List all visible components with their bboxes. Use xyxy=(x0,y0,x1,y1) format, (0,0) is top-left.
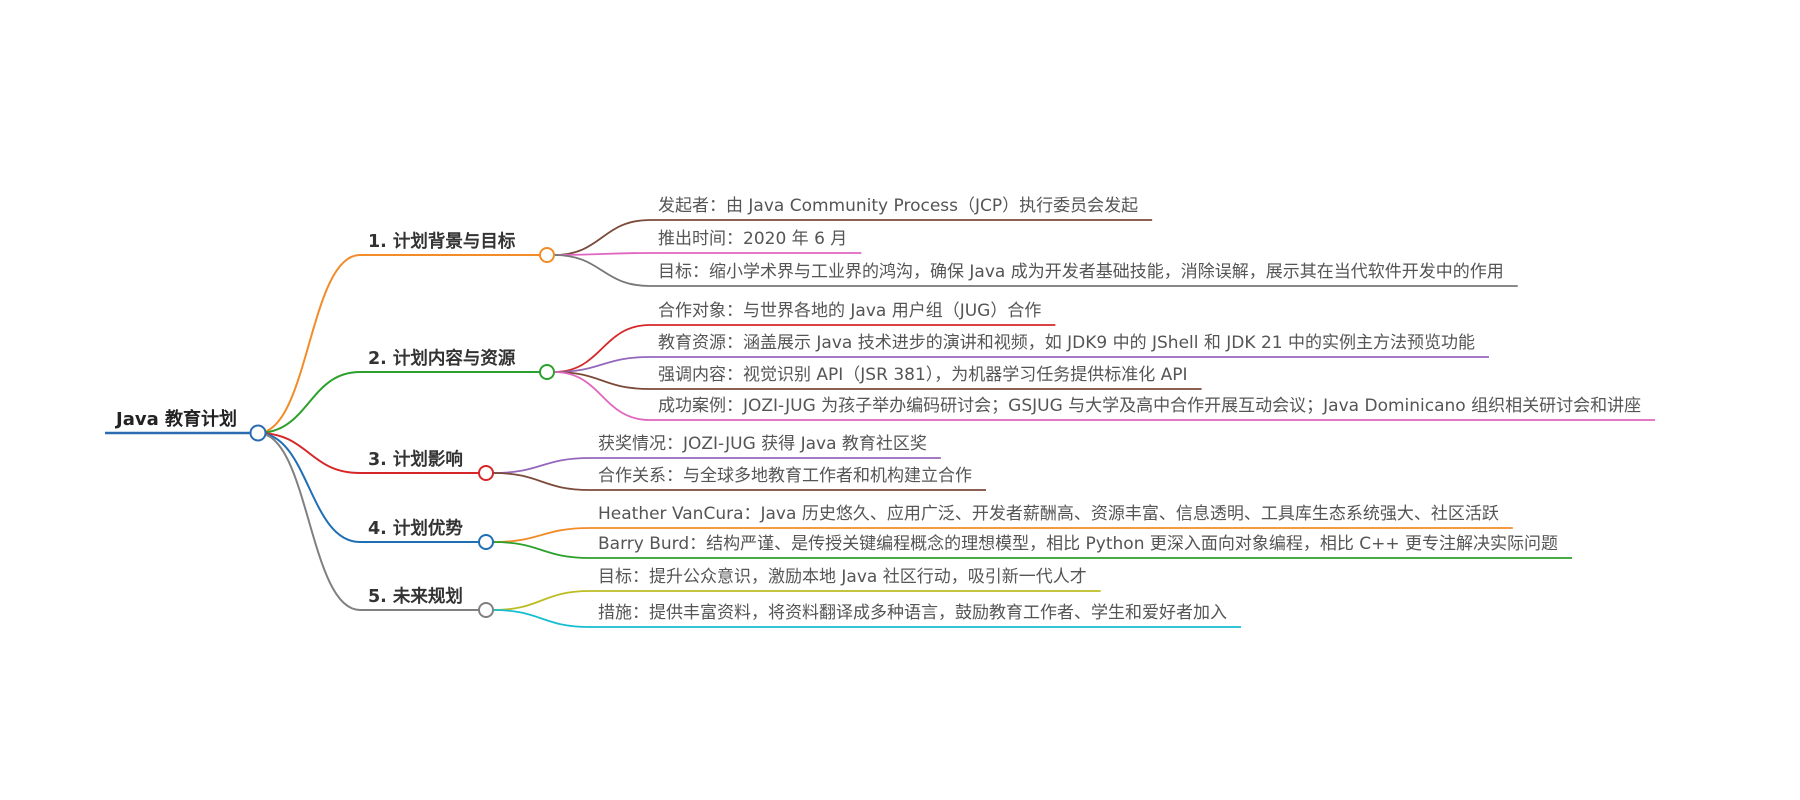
branch-collapse-toggle[interactable] xyxy=(539,247,555,263)
leaf-label: 措施：提供丰富资料，将资料翻译成多种语言，鼓励教育工作者、学生和爱好者加入 xyxy=(598,603,1227,623)
leaf-label: 发起者：由 Java Community Process（JCP）执行委员会发起 xyxy=(658,196,1139,216)
leaf-connector xyxy=(553,254,651,287)
leaf-label: Barry Burd：结构严谨、是传授关键编程概念的理想模型，相比 Python… xyxy=(598,534,1559,554)
branch-label: 4. 计划优势 xyxy=(368,519,463,539)
branch-label: 5. 未来规划 xyxy=(368,587,463,607)
root-collapse-toggle[interactable] xyxy=(249,424,267,442)
branch-connector xyxy=(257,432,361,611)
branch-label: 3. 计划影响 xyxy=(368,450,463,470)
branch-label: 1. 计划背景与目标 xyxy=(368,232,516,252)
leaf-label: 合作对象：与世界各地的 Java 用户组（JUG）合作 xyxy=(658,301,1042,321)
leaf-connector xyxy=(492,541,591,559)
leaf-connector xyxy=(553,324,651,373)
leaf-label: 获奖情况：JOZI-JUG 获得 Java 教育社区奖 xyxy=(598,434,927,454)
leaf-label: Heather VanCura：Java 历史悠久、应用广泛、开发者薪酬高、资源… xyxy=(598,504,1499,524)
leaf-connector xyxy=(492,472,591,491)
node-circle-layer xyxy=(249,247,555,618)
leaf-connector xyxy=(553,219,651,256)
branch-connector xyxy=(257,432,361,474)
branch-connector xyxy=(257,432,361,543)
leaf-label: 合作关系：与全球多地教育工作者和机构建立合作 xyxy=(598,466,972,486)
branch-connector xyxy=(257,254,361,434)
leaf-label: 强调内容：视觉识别 API（JSR 381），为机器学习任务提供标准化 API xyxy=(658,365,1188,385)
leaf-label: 成功案例：JOZI-JUG 为孩子举办编码研讨会；GSJUG 与大学及高中合作开… xyxy=(658,396,1642,416)
leaf-connector xyxy=(553,252,651,256)
branch-collapse-toggle[interactable] xyxy=(478,465,494,481)
branch-collapse-toggle[interactable] xyxy=(539,364,555,380)
leaf-connector xyxy=(492,527,591,543)
leaf-connector xyxy=(492,590,591,611)
root-node-label: Java 教育计划 xyxy=(116,409,237,430)
leaf-connector xyxy=(492,457,591,474)
leaf-connector xyxy=(553,371,651,421)
leaf-label: 教育资源：涵盖展示 Java 技术进步的演讲和视频，如 JDK9 中的 JShe… xyxy=(658,333,1475,353)
leaf-connector xyxy=(553,371,651,390)
branch-collapse-toggle[interactable] xyxy=(478,602,494,618)
connector-layer xyxy=(105,219,1656,628)
branch-label: 2. 计划内容与资源 xyxy=(368,349,516,369)
branch-connector xyxy=(257,371,361,434)
leaf-connector xyxy=(553,356,651,373)
leaf-label: 目标：提升公众意识，激励本地 Java 社区行动，吸引新一代人才 xyxy=(598,567,1087,587)
branch-collapse-toggle[interactable] xyxy=(478,534,494,550)
leaf-label: 目标：缩小学术界与工业界的鸿沟，确保 Java 成为开发者基础技能，消除误解，展… xyxy=(658,262,1504,282)
leaf-label: 推出时间：2020 年 6 月 xyxy=(658,229,848,249)
leaf-connector xyxy=(492,609,591,628)
